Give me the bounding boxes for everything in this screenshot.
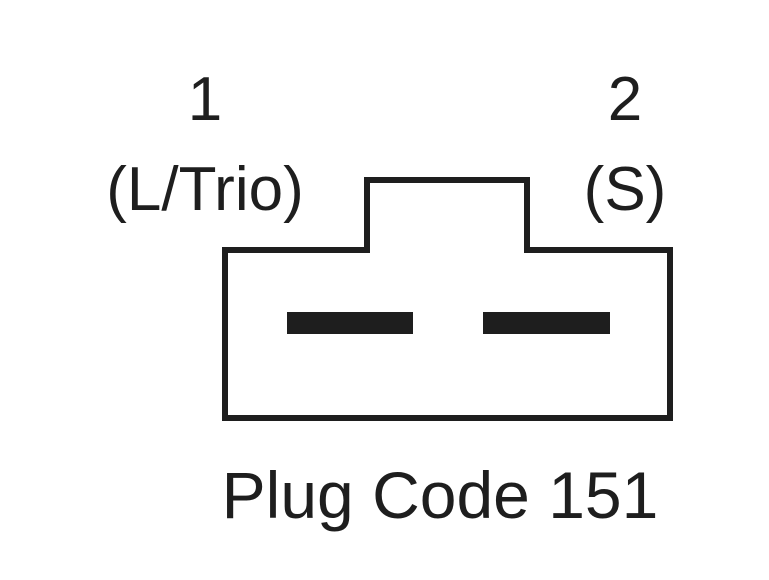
terminal-2-blade bbox=[483, 312, 610, 334]
terminal-1-blade bbox=[287, 312, 413, 334]
pin-2-number: 2 bbox=[608, 65, 642, 134]
pin-1-number: 1 bbox=[188, 65, 222, 134]
plug-code-caption: Plug Code 151 bbox=[222, 458, 659, 532]
pin-1-label: (L/Trio) bbox=[106, 155, 303, 224]
pin-2-label: (S) bbox=[584, 155, 667, 224]
connector-housing-outline bbox=[222, 177, 673, 421]
